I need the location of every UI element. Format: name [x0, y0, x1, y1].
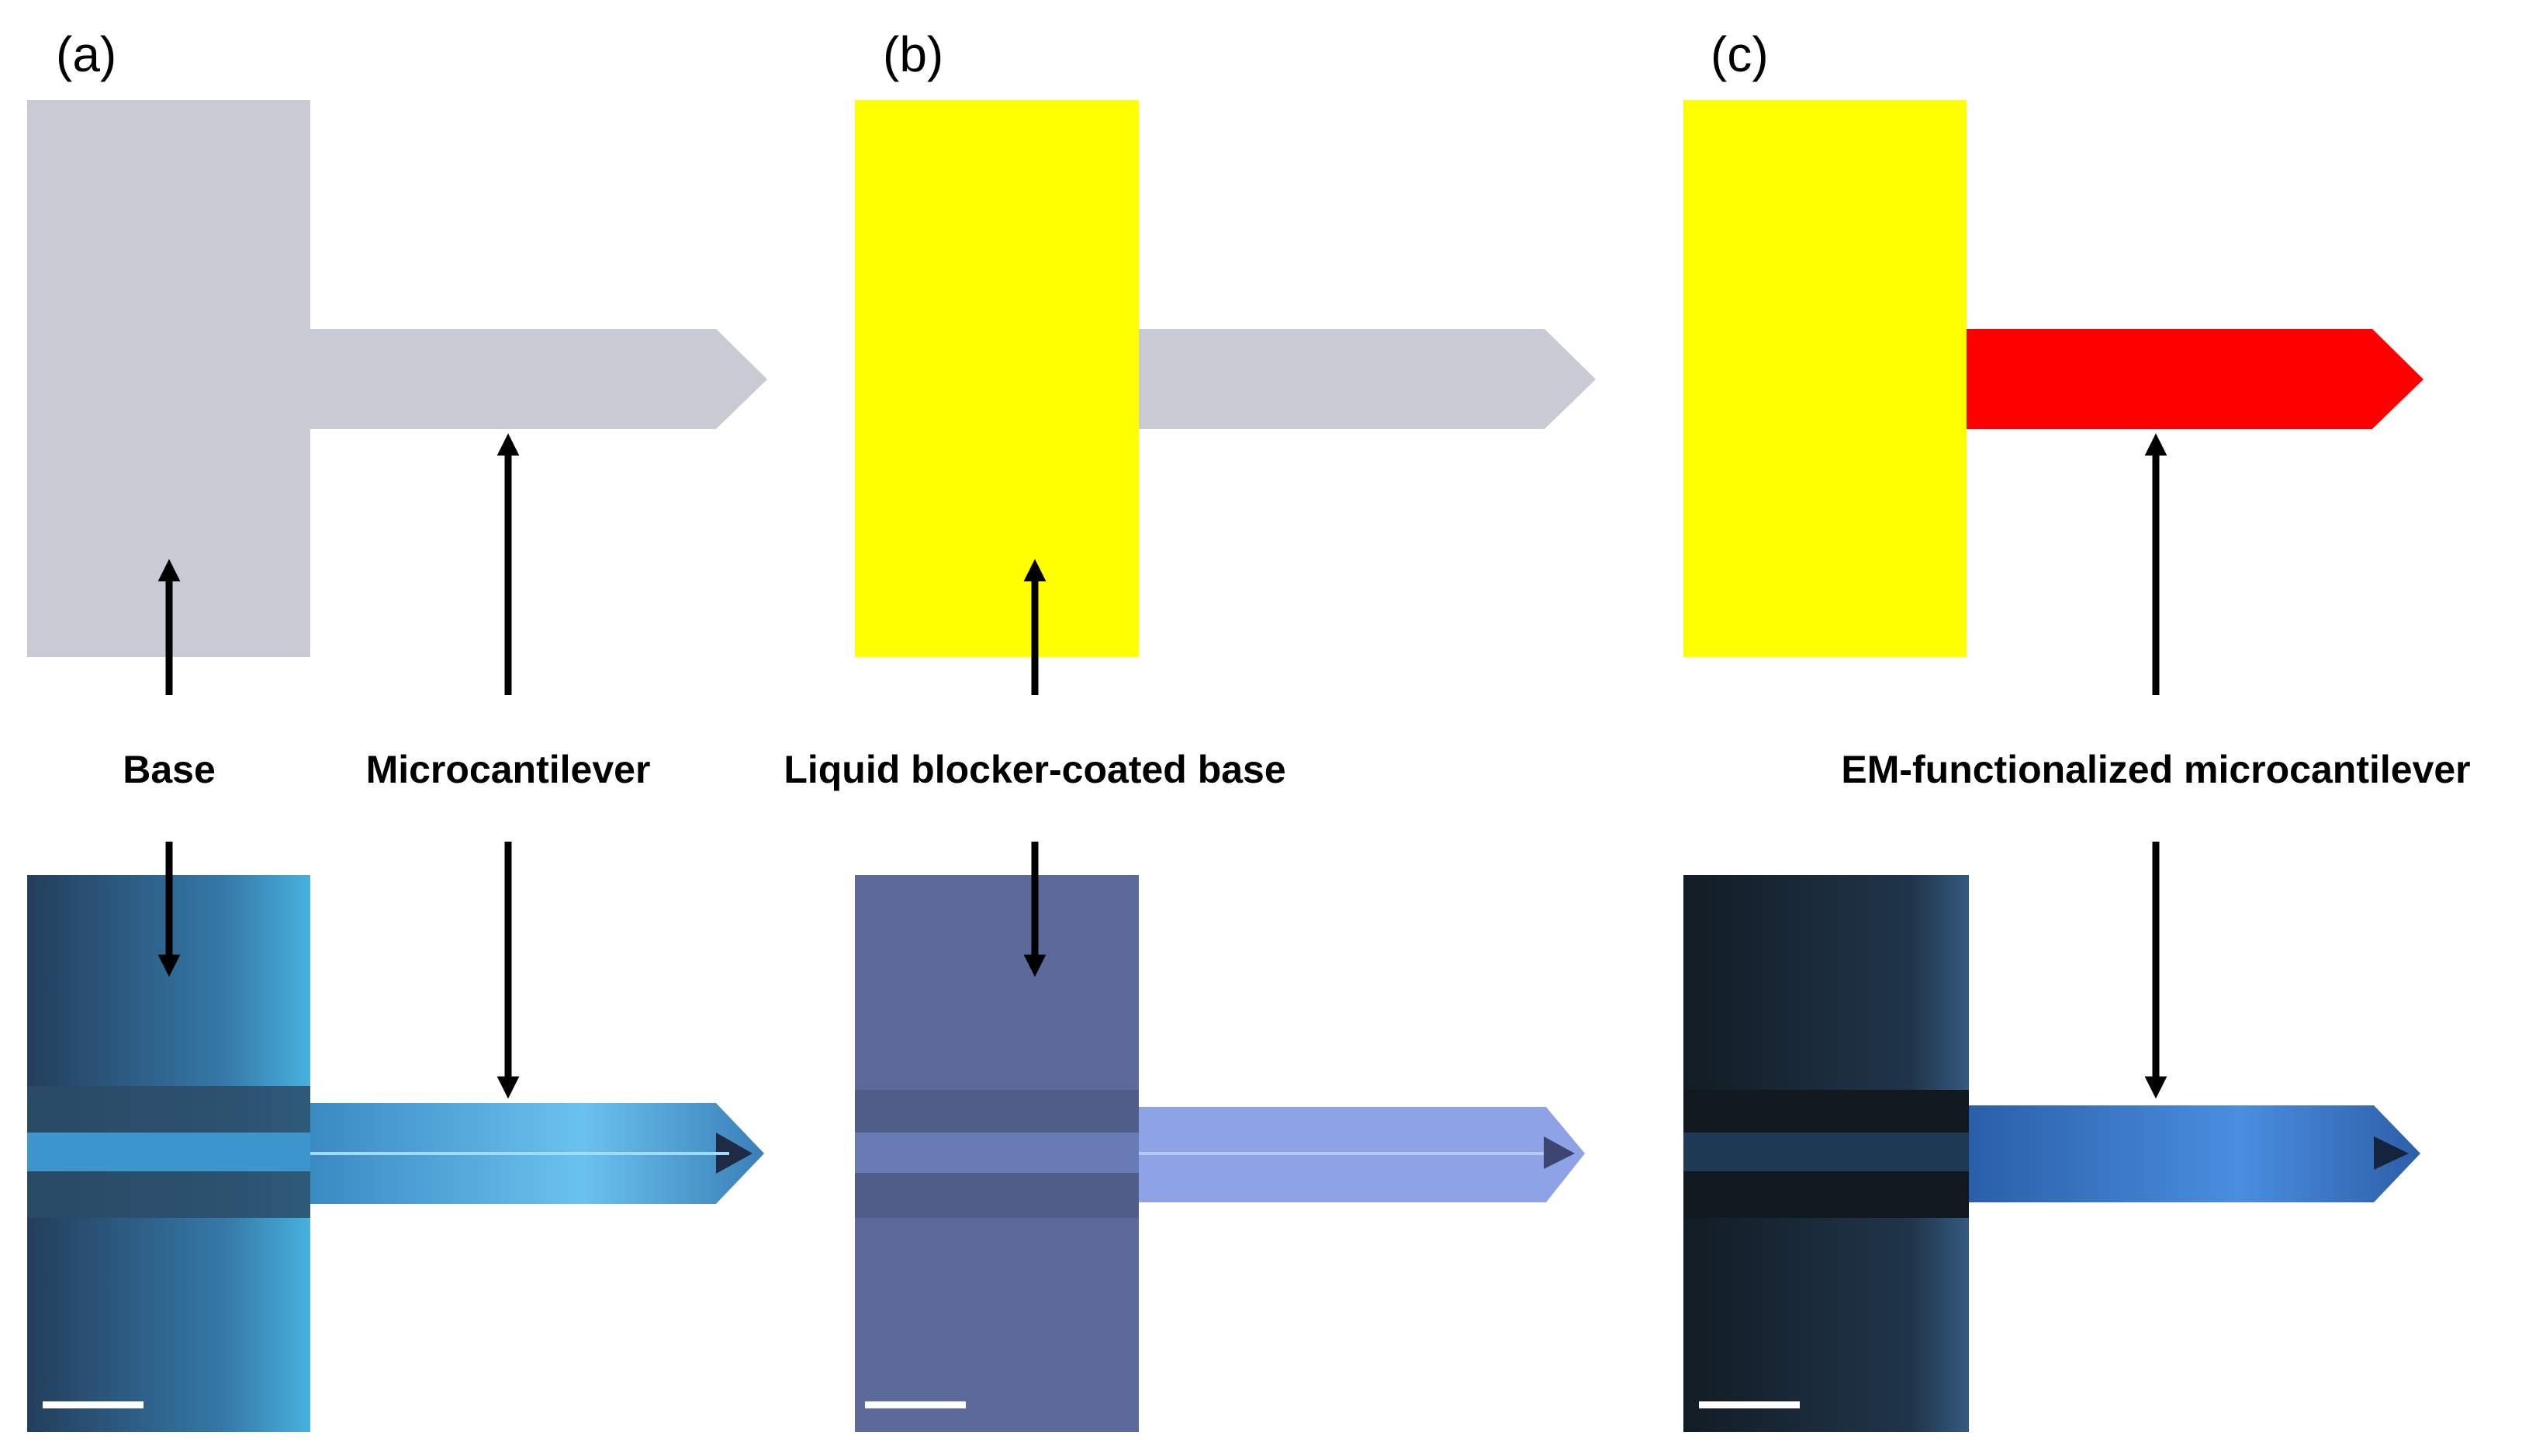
panel-label-c: (c): [1711, 26, 1769, 82]
schematic-a-cantilever: [310, 329, 767, 429]
photo-c-tip-shadow: [2374, 1136, 2409, 1170]
arrows: [157, 433, 2167, 1099]
panel-label-b: (b): [883, 26, 944, 82]
photo-a: [27, 875, 764, 1432]
label-coated-base: Liquid blocker-coated base: [784, 748, 1286, 791]
label-microcantilever: Microcantilever: [365, 748, 651, 791]
photo-b-tip-shadow: [1544, 1136, 1575, 1169]
label-em-lever: EM-functionalized microcantilever: [1841, 748, 2471, 791]
schematic-c-base: [1683, 100, 1967, 657]
label-base: Base: [123, 748, 216, 791]
schematic-c-cantilever: [1967, 329, 2423, 429]
schematic-b-base: [855, 100, 1139, 657]
photo-c-base-core: [1683, 1133, 1969, 1171]
photo-b-base-core: [855, 1133, 1139, 1173]
photo-a-base-core: [27, 1133, 310, 1171]
photo-b: [855, 875, 1585, 1432]
panel-label-a: (a): [56, 26, 117, 82]
schematic-c: [1683, 100, 2423, 657]
photo-c: [1683, 875, 2420, 1432]
schematic-b: [855, 100, 1596, 657]
photo-a-tip-shadow: [716, 1133, 752, 1174]
schematic-b-cantilever: [1139, 329, 1596, 429]
photo-c-beam: [1969, 1105, 2420, 1202]
schematic-a: [27, 100, 767, 657]
